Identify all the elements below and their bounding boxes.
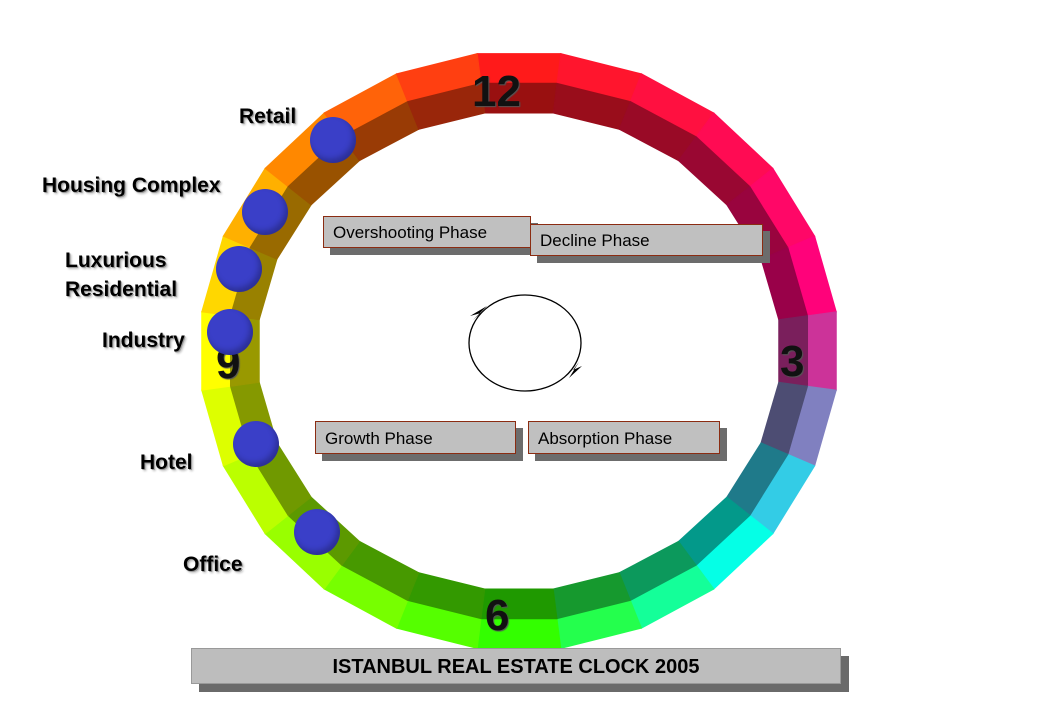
- luxurious-residential-label-line1: Luxurious: [65, 249, 167, 272]
- hour-3-label: 3: [780, 337, 805, 386]
- hotel-label: Hotel: [140, 451, 193, 474]
- office-marker: [294, 509, 340, 555]
- hotel-marker: [233, 421, 279, 467]
- color-ring: [201, 52, 837, 650]
- retail-label: Retail: [239, 105, 297, 128]
- housing-complex-marker: [242, 189, 288, 235]
- retail-marker: [310, 117, 356, 163]
- diagram-title: ISTANBUL REAL ESTATE CLOCK 2005: [191, 648, 841, 684]
- luxurious-residential-marker: [216, 246, 262, 292]
- cycle-arrow: [468, 294, 582, 392]
- hour-6-label: 6: [485, 591, 510, 640]
- luxurious-residential-label-line2: Residential: [65, 278, 178, 301]
- growth-phase-box: Growth Phase: [315, 421, 516, 454]
- housing-complex-label: Housing Complex: [42, 174, 221, 197]
- ring-segment-inner: [406, 82, 486, 130]
- industry-marker: [207, 309, 253, 355]
- ring-segment-outer: [807, 311, 837, 391]
- industry-label: Industry: [102, 329, 185, 352]
- decline-phase-box: Decline Phase: [530, 224, 763, 256]
- hour-12-label: 12: [472, 67, 521, 116]
- office-label: Office: [183, 553, 243, 576]
- absorption-phase-box: Absorption Phase: [528, 421, 720, 454]
- overshooting-phase-box: Overshooting Phase: [323, 216, 531, 248]
